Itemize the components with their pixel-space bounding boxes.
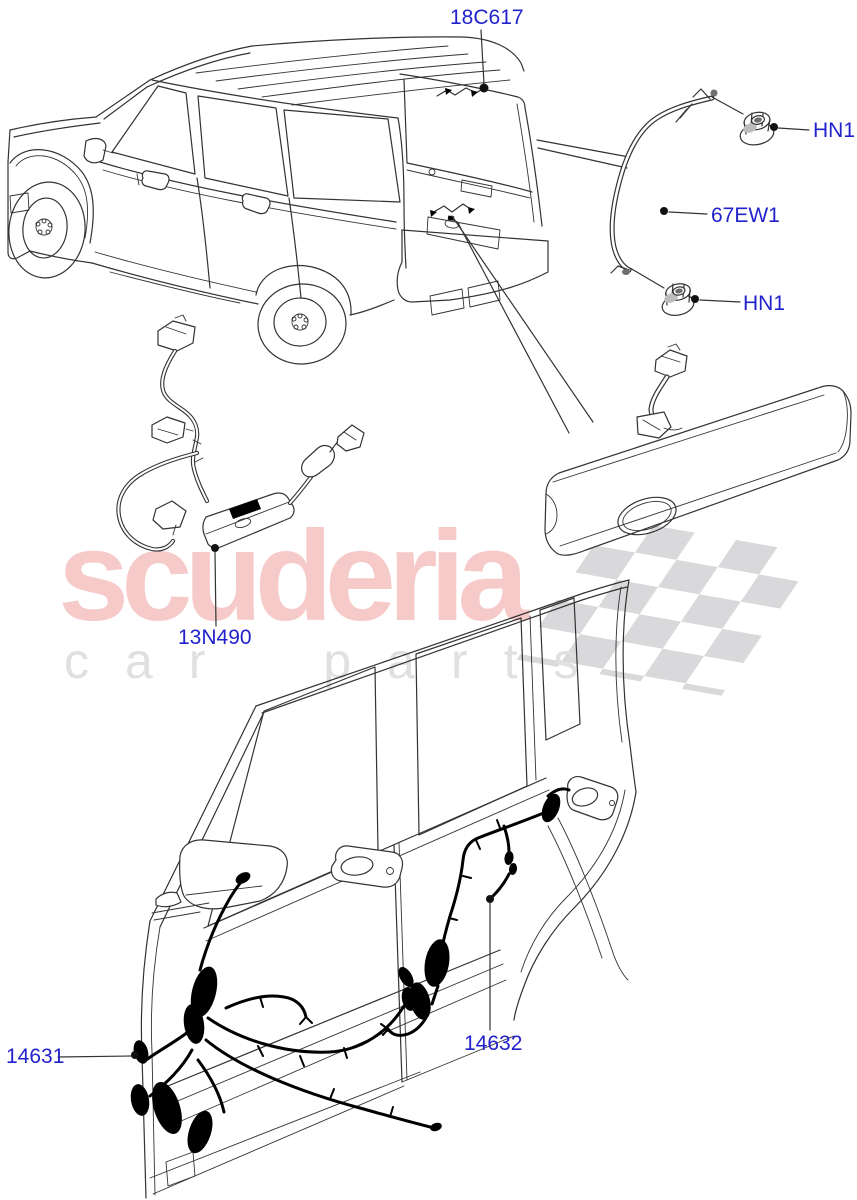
part-label-roof-harness[interactable]: 18C617 <box>450 6 524 29</box>
part-label-front-door-harness[interactable]: 14631 <box>6 1045 65 1068</box>
nut-hn1-lower-art <box>661 283 695 316</box>
part-label-nut-lower[interactable]: HN1 <box>743 292 786 315</box>
nut-hn1-upper-art <box>739 111 775 146</box>
rear-door-harness-14632-art <box>380 787 571 1037</box>
part-label-rear-door-harness[interactable]: 14632 <box>464 1032 523 1055</box>
tailgate-harness-13n490-art <box>116 314 365 627</box>
front-door-harness-14631-art <box>57 872 442 1154</box>
part-label-ground-cable[interactable]: 67EW1 <box>711 204 780 227</box>
door-panel-illustration <box>140 579 637 1199</box>
tagline-watermark: car parts <box>64 633 615 689</box>
brand-watermark: scuderia <box>58 505 528 648</box>
vehicle-illustration <box>7 36 630 434</box>
part-label-nut-upper[interactable]: HN1 <box>813 119 856 142</box>
callout-leaders <box>479 29 810 303</box>
part-label-tailgate-harness[interactable]: 13N490 <box>178 626 252 649</box>
ground-cable-67ew1-art <box>609 88 744 289</box>
tailgate-handle-housing-art <box>544 343 852 556</box>
